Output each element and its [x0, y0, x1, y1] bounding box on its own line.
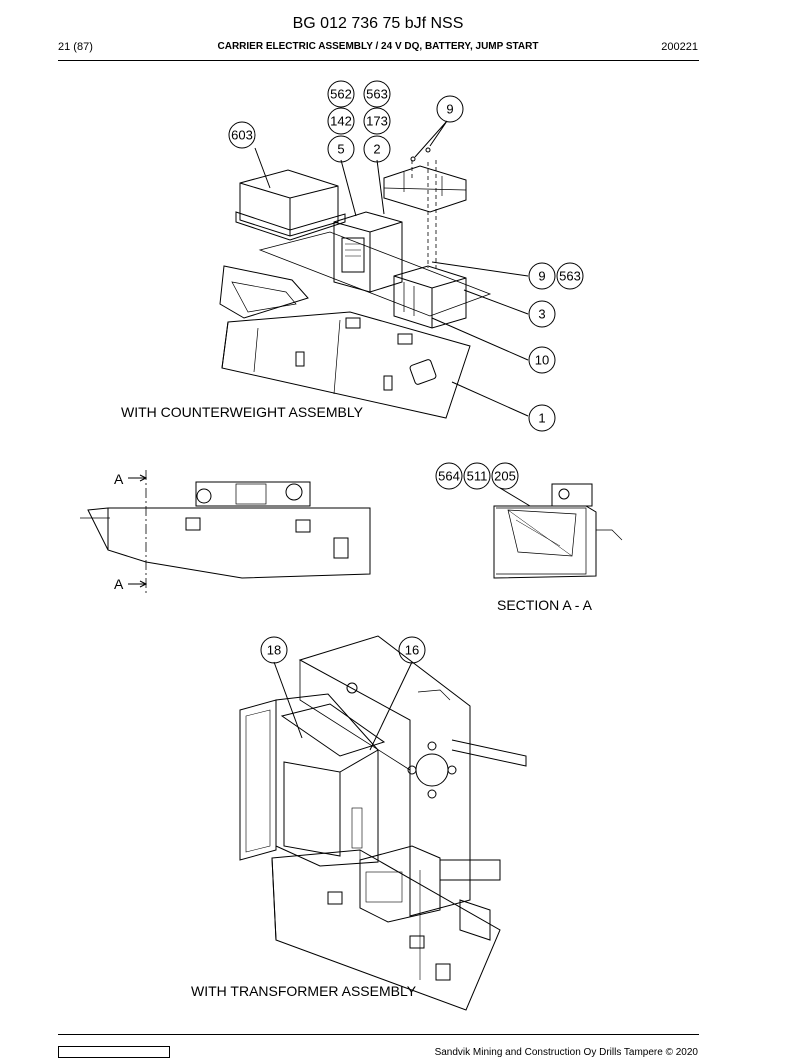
side-view-illustration [80, 470, 371, 596]
callout-5: 5 [337, 142, 344, 157]
callout-564: 564 [438, 469, 460, 484]
callout-16: 16 [405, 643, 419, 658]
header-rule [58, 60, 699, 61]
callout-511: 511 [467, 469, 488, 484]
callout-3: 3 [538, 307, 545, 322]
callout-205: 205 [494, 469, 516, 484]
page-number: 21 (87) [58, 41, 93, 53]
document-date: 200221 [661, 41, 698, 53]
document-title: BG 012 736 75 bJf NSS [292, 15, 464, 32]
callout-563: 563 [559, 269, 581, 284]
callout-10: 10 [535, 353, 549, 368]
callout-18: 18 [267, 643, 281, 658]
counterweight-assembly-label: WITH COUNTERWEIGHT ASSEMBLY [121, 404, 363, 420]
callout-603: 603 [231, 128, 253, 143]
callout-142: 142 [330, 114, 352, 129]
sheet-title: CARRIER ELECTRIC ASSEMBLY / 24 V DQ, BAT… [217, 41, 539, 52]
callout-balloons: 562 563 142 173 5 2 603 9 9 563 3 10 1 5… [228, 80, 584, 664]
sandvik-logo [58, 1046, 170, 1058]
callout-2: 2 [373, 142, 380, 157]
callout-173: 173 [366, 114, 388, 129]
transformer-assembly-label: WITH TRANSFORMER ASSEMBLY [191, 983, 417, 999]
section-mark-top: A [114, 471, 124, 487]
callout-9: 9 [446, 102, 453, 117]
transformer-assembly-illustration [239, 635, 527, 1011]
footer-rule [58, 1034, 699, 1035]
callout-1: 1 [538, 411, 545, 426]
callout-9: 9 [538, 269, 545, 284]
section-a-a-label: SECTION A - A [497, 597, 592, 613]
section-mark-bottom: A [114, 576, 124, 592]
section-view-illustration [493, 483, 623, 579]
callout-563: 563 [366, 87, 388, 102]
callout-562: 562 [330, 87, 352, 102]
counterweight-assembly-illustration [219, 120, 529, 419]
